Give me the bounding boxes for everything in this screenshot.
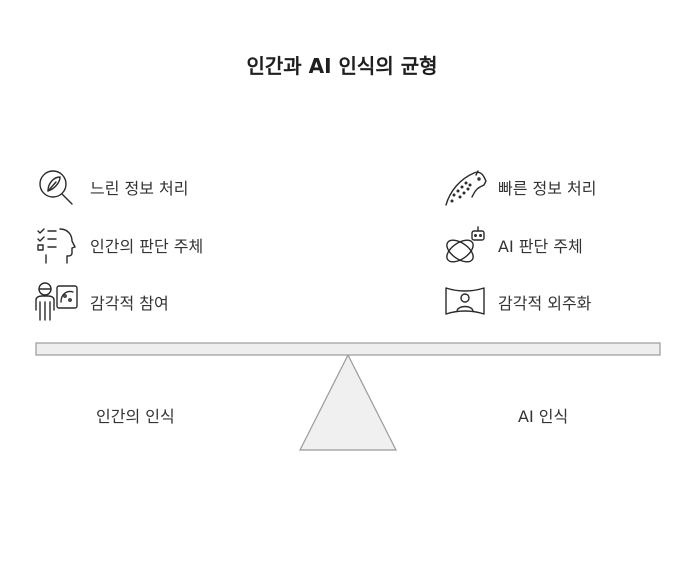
right-item-sensory-outsourcing: 감각적 외주화	[440, 280, 591, 324]
person-painting-icon	[32, 280, 82, 324]
right-item-ai-judgment: AI 판단 주체	[440, 223, 583, 267]
balance-beam	[35, 342, 661, 356]
right-item-label: 감각적 외주화	[498, 294, 592, 313]
right-item-label: AI 판단 주체	[498, 237, 583, 256]
robot-orbit-icon	[440, 223, 490, 267]
panorama-person-icon	[440, 280, 490, 324]
diagram-title: 인간과 AI 인식의 균형	[246, 54, 438, 78]
fulcrum	[299, 353, 397, 451]
left-item-label: 느린 정보 처리	[90, 179, 189, 198]
right-base-label: AI 인식	[518, 407, 569, 426]
right-item-label: 빠른 정보 처리	[498, 179, 597, 198]
left-item-label: 감각적 참여	[90, 294, 169, 313]
right-item-fast-processing: 빠른 정보 처리	[440, 165, 597, 209]
cheetah-icon	[440, 165, 490, 209]
left-item-label: 인간의 판단 주체	[90, 237, 204, 256]
left-base-label: 인간의 인식	[96, 407, 175, 426]
leaf-magnifier-icon	[32, 165, 82, 209]
left-item-sensory-participation: 감각적 참여	[32, 280, 169, 324]
left-item-slow-processing: 느린 정보 처리	[32, 165, 189, 209]
head-checklist-icon	[32, 223, 82, 267]
left-item-human-judgment: 인간의 판단 주체	[32, 223, 203, 267]
